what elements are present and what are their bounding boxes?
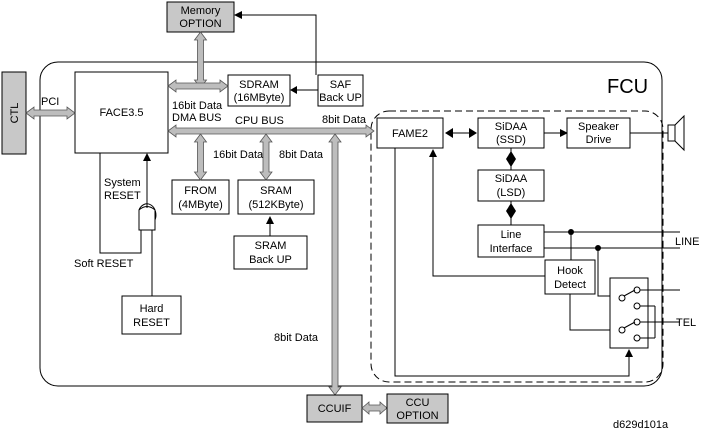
ctl-label: CTL — [9, 103, 21, 124]
saf-backup-line2: Back UP — [319, 92, 362, 104]
ccu-option-line1: CCU — [406, 397, 430, 409]
lsd-line-interface-diamond — [506, 203, 516, 219]
hard-reset-line2: RESET — [133, 317, 170, 329]
memory-option-line2: OPTION — [179, 18, 221, 30]
relay-switch-block — [609, 277, 680, 349]
sram-block: SRAM (512KByte) — [237, 179, 315, 215]
pci-bus — [25, 106, 76, 120]
saf-to-memory-line — [238, 14, 317, 75]
sdram-line2: (16MByte) — [234, 92, 285, 104]
sidaa-speaker-arrowhead — [560, 129, 568, 137]
sidaa-ssd-line2: (SSD) — [496, 134, 526, 146]
sram-backup-line2: Back UP — [249, 254, 292, 266]
line-interface-line2: Interface — [490, 243, 533, 255]
sidaa-lsd-line2: (LSD) — [497, 187, 526, 199]
hook-detect-block: Hook Detect — [544, 259, 596, 295]
speaker-drive-line2: Drive — [586, 134, 612, 146]
sram-backup-line1: SRAM — [255, 240, 287, 252]
ccuif-block: CCUIF — [306, 394, 363, 423]
saf-to-sdram-arrowhead — [290, 86, 297, 94]
hook-to-fame2-line — [432, 156, 545, 277]
cpu-bus-label: CPU BUS — [235, 115, 284, 127]
fame2-relay-arrowhead — [625, 349, 633, 357]
fame2-relay-control-line — [394, 148, 630, 377]
saf-to-memory-arrowhead — [234, 11, 242, 19]
or-gate-body — [138, 206, 156, 231]
data-8bit-sram-label: 8bit Data — [279, 149, 324, 161]
fame2-sidaa-arrow-left — [445, 128, 453, 138]
soft-reset-line — [99, 153, 142, 254]
data-8bit-vertical-label: 8bit Data — [274, 332, 319, 344]
tel-label: TEL — [676, 317, 696, 329]
ssd-lsd-isolation-diamond — [506, 151, 516, 167]
speaker-drive-block: Speaker Drive — [566, 117, 631, 149]
modem-section-outline — [370, 110, 664, 383]
sdram-block: SDRAM (16MByte) — [227, 74, 291, 107]
system-reset-line2: RESET — [104, 190, 141, 202]
ccuif-label: CCUIF — [318, 403, 352, 415]
cpu-bus — [167, 124, 375, 138]
fame2-block: FAME2 — [376, 117, 444, 149]
sram-line2: (512KByte) — [248, 199, 303, 211]
ccu-option-bus — [361, 401, 388, 415]
fame2-label: FAME2 — [392, 128, 428, 140]
hook-to-fame2-arrowhead — [429, 149, 437, 157]
speaker-icon — [667, 114, 685, 152]
hard-reset-line — [151, 230, 170, 297]
memory-option-block: Memory OPTION — [166, 1, 235, 33]
sidaa-lsd-block: SiDAA (LSD) — [477, 169, 545, 202]
pci-label: PCI — [41, 96, 59, 108]
sram-backup-block: SRAM Back UP — [233, 235, 308, 270]
sram-line1: SRAM — [260, 185, 292, 197]
hard-reset-line1: Hard — [140, 303, 164, 315]
sidaa-ssd-block: SiDAA (SSD) — [477, 117, 545, 149]
from-line2: (4MByte) — [178, 199, 223, 211]
saf-backup-block: SAF Back UP — [317, 74, 364, 107]
soft-reset-label: Soft RESET — [74, 258, 134, 270]
sdram-line1: SDRAM — [239, 79, 279, 91]
hard-reset-block: Hard RESET — [121, 295, 182, 335]
from-line1: FROM — [184, 185, 216, 197]
line-label: LINE — [675, 236, 699, 248]
system-reset-arrowhead — [143, 153, 151, 161]
sidaa-lsd-line1: SiDAA — [495, 173, 528, 185]
data-8bit-top-label: 8bit Data — [322, 114, 367, 126]
ccuif-vertical-bus — [328, 133, 342, 396]
saf-backup-line1: SAF — [330, 79, 352, 91]
sram-backup-arrowhead — [266, 216, 274, 224]
fcu-board-outline — [39, 61, 663, 387]
hook-to-switch-line — [569, 294, 620, 331]
sidaa-ssd-line1: SiDAA — [495, 121, 528, 133]
figure-id: d629d101a — [613, 419, 669, 431]
fame2-sidaa-arrow-right — [469, 128, 477, 138]
line-interface-line1: Line — [501, 229, 522, 241]
memory-option-bus — [193, 31, 208, 89]
hook-detect-line2: Detect — [554, 279, 586, 291]
face-label: FACE3.5 — [99, 107, 143, 119]
hook-detect-line1: Hook — [557, 265, 583, 277]
memory-option-line1: Memory — [181, 5, 221, 17]
dma-bus — [167, 79, 229, 93]
speaker-drive-line1: Speaker — [578, 121, 619, 133]
fcu-title: FCU — [607, 76, 648, 98]
ccu-option-block: CCU OPTION — [386, 393, 449, 424]
dma-bus-label-line2: DMA BUS — [172, 112, 222, 124]
dma-bus-label-line1: 16bit Data — [172, 100, 223, 112]
system-reset-line1: System — [104, 177, 141, 189]
ccu-option-line2: OPTION — [396, 410, 438, 422]
ctl-block: CTL — [1, 71, 27, 155]
line-interface-block: Line Interface — [477, 224, 545, 258]
data-16bit-label: 16bit Data — [213, 149, 264, 161]
from-bus — [193, 133, 208, 181]
from-block: FROM (4MByte) — [171, 179, 230, 215]
face-block: FACE3.5 — [74, 71, 169, 154]
sram-bus — [259, 133, 273, 181]
